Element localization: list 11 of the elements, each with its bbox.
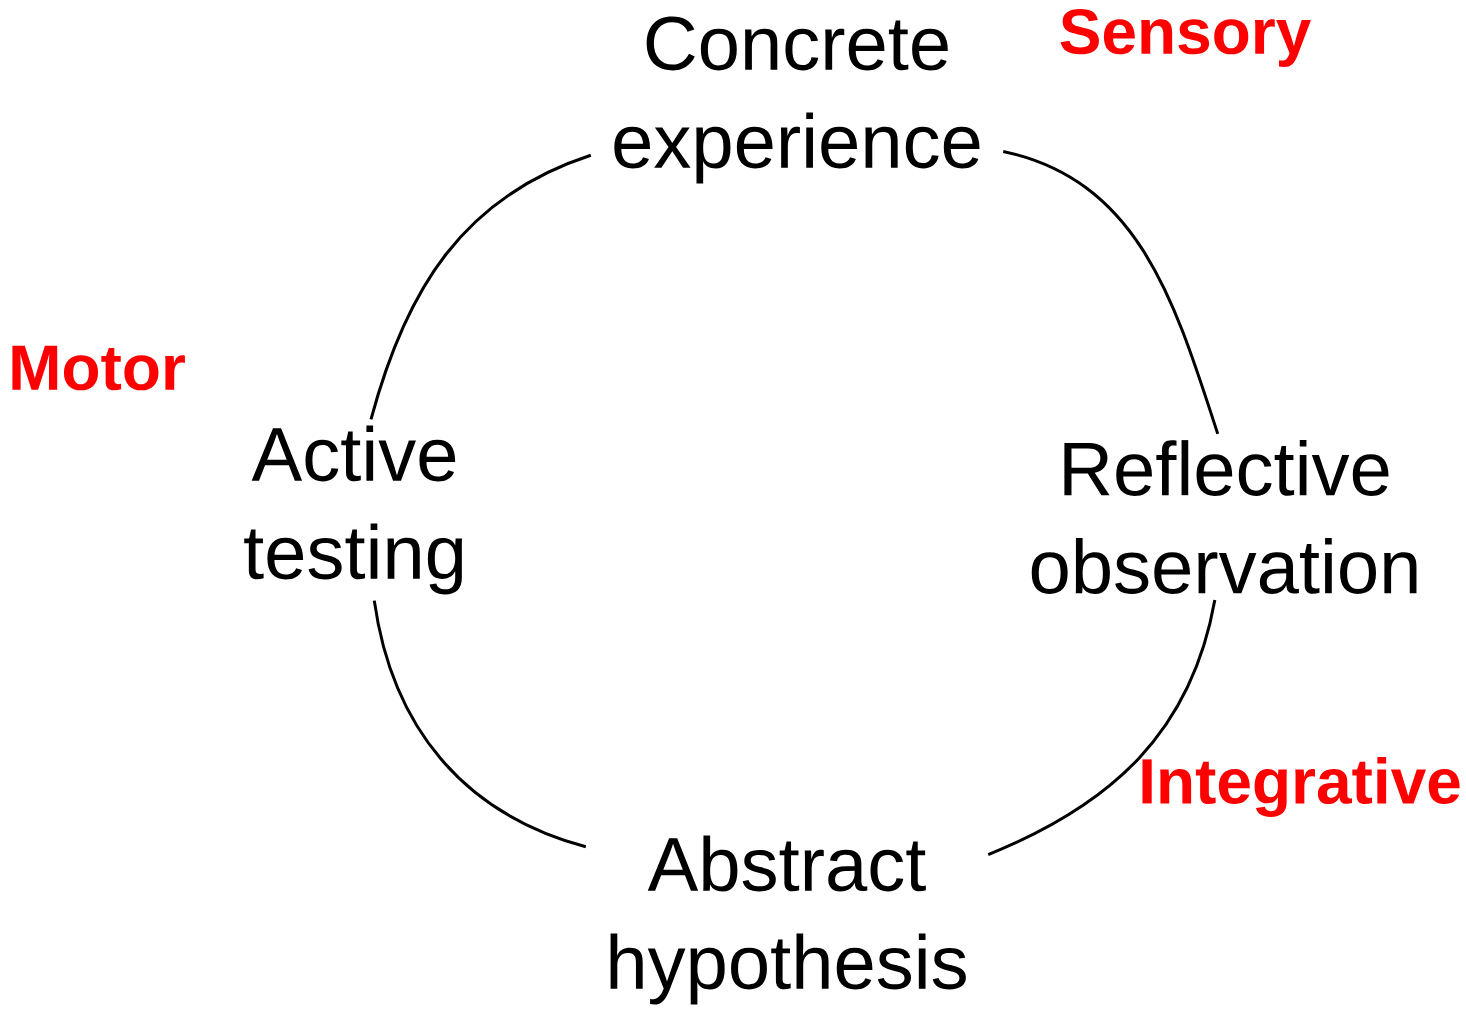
category-label: Integrative bbox=[1142, 757, 1460, 817]
cycle-arc bbox=[987, 599, 1217, 856]
stage-label: Active testing bbox=[244, 425, 463, 595]
cycle-arc bbox=[369, 153, 592, 420]
stage-label: Abstract hypothesis bbox=[610, 835, 966, 1005]
category-label: Sensory bbox=[1060, 9, 1311, 67]
cycle-arc bbox=[1002, 149, 1220, 435]
cycle-arc bbox=[372, 600, 587, 849]
stage-label: Concrete experience bbox=[614, 16, 980, 184]
category-label: Motor bbox=[12, 345, 185, 391]
stage-label: Reflective observation bbox=[1031, 440, 1417, 594]
